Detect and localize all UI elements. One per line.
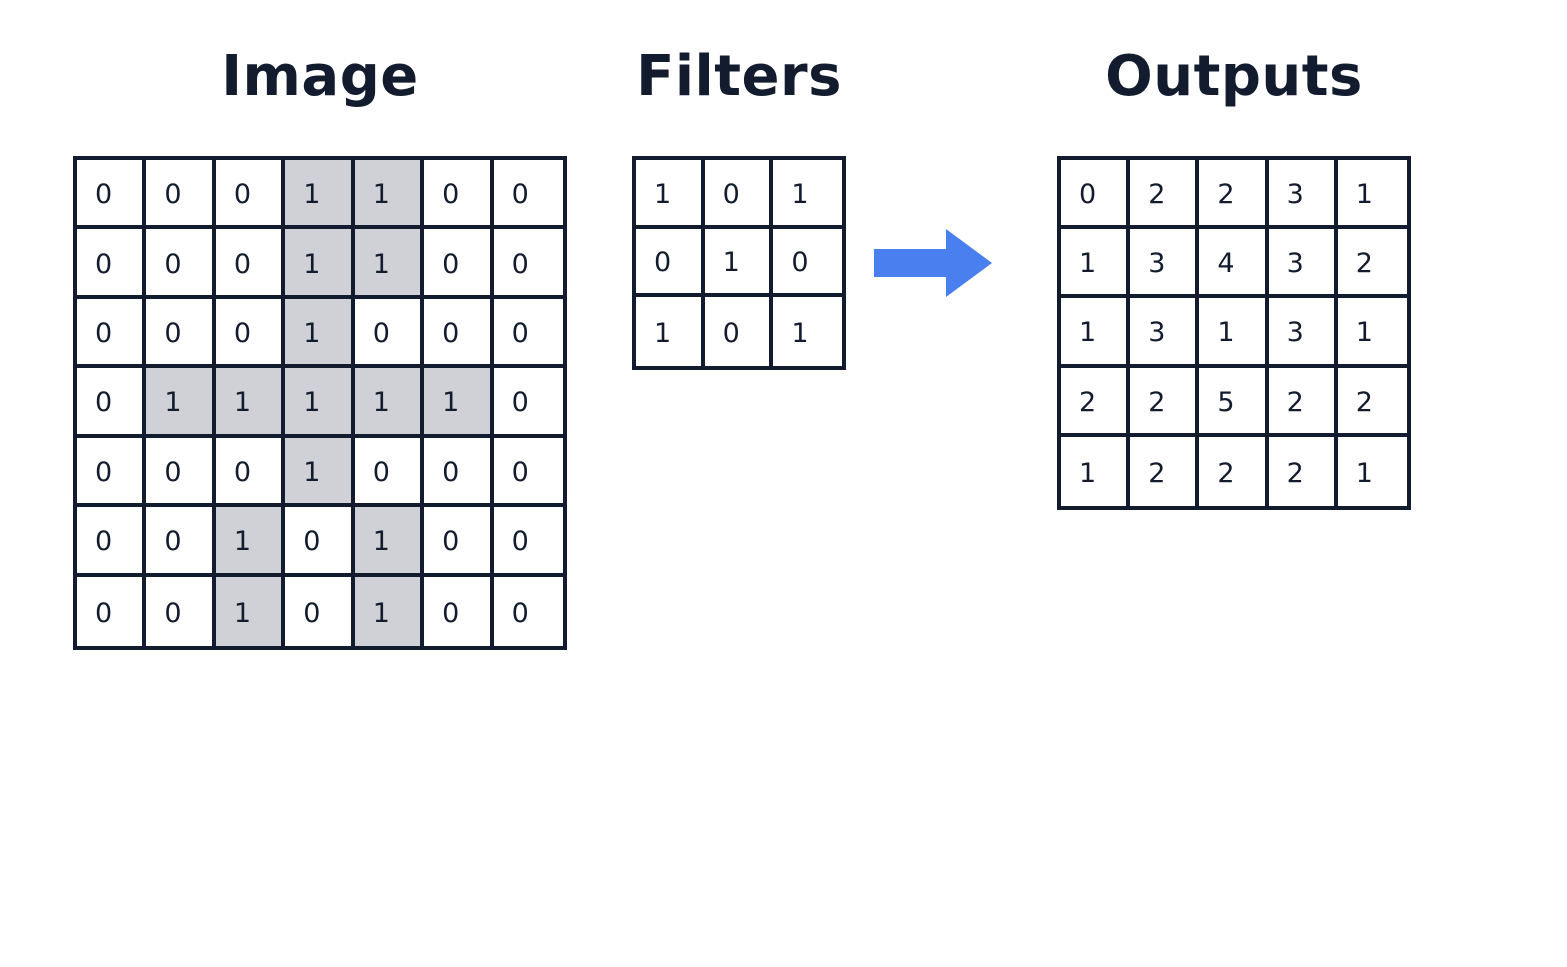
image-grid-cell: 1: [215, 576, 286, 646]
image-grid-cell: 0: [77, 368, 147, 438]
image-grid-cell: 0: [77, 576, 147, 646]
image-grid-cell: 1: [146, 368, 216, 438]
image-grid-cell: 1: [285, 368, 355, 438]
image-grid-cell: 0: [493, 160, 563, 230]
image-grid-cell: 0: [493, 299, 563, 369]
image-title: Image: [221, 44, 419, 109]
image-grid-cell: 1: [215, 507, 286, 577]
output-grid-cell: 1: [1061, 229, 1131, 299]
image-grid-cell: 0: [493, 368, 563, 438]
image-grid-cell: 0: [424, 160, 494, 230]
image-grid-cell: 0: [424, 576, 494, 646]
image-grid-cell: 0: [493, 507, 563, 577]
output-grid-cell: 1: [1337, 160, 1407, 230]
filter-grid-cell: 0: [704, 160, 774, 229]
image-grid-cell: 0: [146, 576, 216, 646]
image-grid-cell: 1: [285, 437, 355, 508]
filter-grid-cell: 1: [773, 160, 842, 229]
image-grid-cell: 0: [493, 229, 563, 299]
output-grid-cell: 4: [1199, 229, 1269, 299]
image-grid-cell: 0: [77, 437, 147, 508]
output-grid-cell: 2: [1268, 367, 1338, 437]
image-grid-cell: 1: [354, 507, 425, 577]
image-grid-cell: 0: [424, 437, 494, 508]
image-grid-cell: 0: [146, 160, 216, 230]
output-grid-cell: 2: [1061, 367, 1131, 437]
filter-grid-cell: 0: [773, 229, 842, 298]
image-grid-cell: 0: [424, 507, 494, 577]
output-grid-cell: 2: [1130, 160, 1200, 230]
image-grid-cell: 1: [215, 368, 286, 438]
output-grid-cell: 2: [1130, 436, 1200, 506]
image-grid-cell: 0: [146, 229, 216, 299]
image-grid-cell: 0: [77, 160, 147, 230]
output-grid-cell: 5: [1199, 367, 1269, 437]
image-grid-cell: 0: [215, 229, 286, 299]
image-grid-cell: 1: [424, 368, 494, 438]
filter-grid-cell: 0: [705, 297, 774, 366]
image-grid-cell: 0: [493, 438, 563, 508]
image-grid-cell: 0: [511, 597, 529, 629]
image-grid-cell: 0: [146, 298, 216, 369]
output-grid-cell: 2: [1269, 436, 1338, 506]
output-grid-cell: 2: [1199, 160, 1269, 230]
output-grid-cell: 1: [1337, 298, 1407, 368]
image-grid-cell: 0: [77, 507, 147, 577]
image-grid-cell: 1: [354, 229, 425, 299]
image-grid-cell: 0: [285, 576, 355, 646]
image-grid-cell: 0: [285, 507, 355, 577]
filter-grid-cell: 1: [636, 160, 705, 229]
output-grid-cell: 2: [1199, 436, 1269, 506]
output-grid-cell: 3: [1130, 298, 1200, 368]
output-grid-cell: 2: [1337, 229, 1407, 299]
image-grid-cell: 0: [146, 507, 216, 577]
outputs-title: Outputs: [1105, 44, 1363, 109]
image-grid-cell: 0: [424, 298, 494, 369]
image-grid-cell: 1: [354, 160, 425, 230]
image-grid-cell: 0: [215, 160, 286, 230]
output-grid-cell: 0: [1061, 160, 1131, 230]
output-grid-cell: 2: [1337, 368, 1407, 437]
image-grid-cell: 0: [77, 229, 147, 299]
output-grid-cell: 3: [1268, 298, 1338, 368]
output-grid-cell: 3: [1268, 160, 1338, 230]
image-grid-cell: 1: [354, 576, 425, 646]
right-arrow-icon: [874, 229, 992, 297]
output-grid-cell: 1: [1061, 298, 1131, 368]
image-grid-cell: 0: [215, 437, 286, 508]
image-grid-cell: 0: [354, 437, 425, 508]
image-grid-cell: 0: [215, 298, 286, 369]
output-grid-cell: 3: [1268, 229, 1338, 299]
filter-grid-cell: 1: [791, 318, 809, 350]
filter-grid-cell: 0: [636, 228, 705, 298]
output-grid-cell: 1: [1061, 436, 1131, 506]
image-grid-cell: 1: [354, 368, 425, 438]
filter-grid-cell: 1: [636, 297, 705, 366]
image-grid-cell: 1: [285, 160, 355, 230]
image-grid-cell: 1: [285, 229, 355, 299]
image-grid-cell: 0: [354, 298, 425, 369]
image-grid-cell: 0: [146, 437, 216, 508]
output-grid-cell: 3: [1130, 229, 1200, 299]
image-grid-cell: 1: [285, 298, 355, 369]
output-grid-cell: 2: [1130, 367, 1200, 437]
filter-grid-cell: 1: [704, 228, 774, 298]
output-grid-cell: 1: [1355, 457, 1373, 489]
filters-title: Filters: [636, 44, 842, 109]
image-grid-cell: 0: [77, 298, 147, 369]
image-grid-cell: 0: [424, 229, 494, 299]
output-grid-cell: 1: [1199, 298, 1269, 368]
